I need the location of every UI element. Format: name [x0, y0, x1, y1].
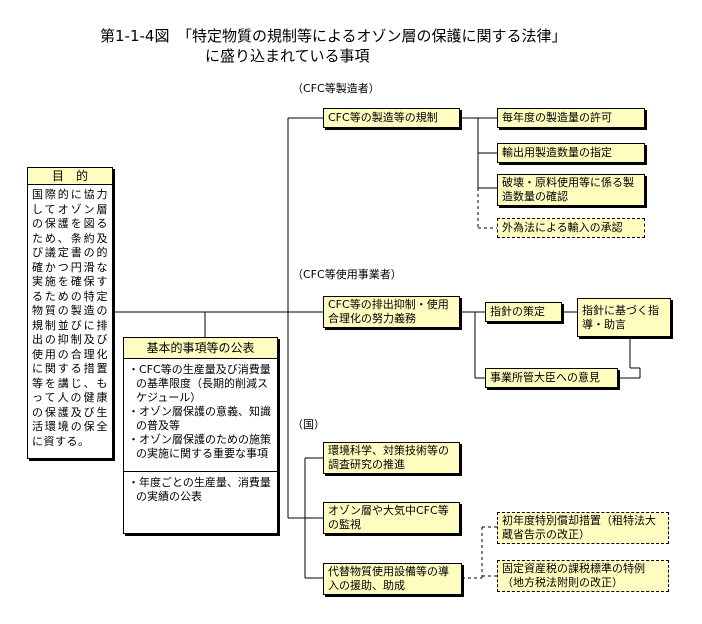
publication-item: ・CFC等の生産量及び消費量の基準限度（長期的削減スケジュール）	[128, 363, 271, 404]
publication-item: ・オゾン層保護の意義、知識の普及等	[128, 405, 271, 432]
annual-production-permit-box: 毎年度の製造量の許可	[497, 108, 645, 128]
diagram-title-line1: 第1-1-4図 「特定物質の規制等によるオゾン層の保護に関する法律」	[100, 27, 567, 45]
publication-item: ・オゾン層保護のための施策の実施に関する重要な事項	[128, 433, 271, 460]
import-approval-box: 外為法による輸入の承認	[497, 218, 645, 238]
ozone-monitoring-box: オゾン層や大気中CFC等の監視	[323, 502, 460, 534]
publication-header: 基本的事項等の公表	[124, 338, 277, 359]
guidance-advice-box: 指針に基づく指導・助言	[577, 298, 671, 337]
emission-reduction-duty-box: CFC等の排出抑制・使用合理化の努力義務	[323, 296, 460, 328]
minister-opinion-box: 事業所管大臣への意見	[485, 368, 618, 388]
destruction-confirmation-box: 破壊・原料使用等に係る製造数量の確認	[497, 174, 645, 206]
section-label-cfc-users: （CFC等使用事業者）	[292, 268, 402, 281]
purpose-box: 目 的 国際的に協力してオゾン層の保護を図るため、条約及び議定書の的確かつ円滑な…	[27, 167, 113, 459]
purpose-header: 目 的	[28, 168, 112, 185]
fixed-asset-tax-special-box: 固定資産税の課税標準の特例（地方税法附則の改正）	[497, 560, 669, 592]
diagram-title-line2: に盛り込まれている事項	[205, 47, 370, 65]
section-label-cfc-makers: （CFC等製造者）	[292, 82, 380, 95]
purpose-text: 国際的に協力してオゾン層の保護を図るため、条約及び議定書の的確かつ円滑な実施を確…	[32, 188, 108, 448]
substitute-equipment-support-box: 代替物質使用設備等の導入の援助、助成	[323, 563, 462, 595]
section-label-government: （国）	[292, 418, 325, 431]
publication-item-annual: ・年度ごとの生産量、消費量の実績の公表	[128, 476, 271, 503]
guideline-formulation-box: 指針の策定	[485, 302, 562, 322]
publication-box: 基本的事項等の公表 ・CFC等の生産量及び消費量の基準限度（長期的削減スケジュー…	[123, 337, 278, 534]
export-production-designation-box: 輸出用製造数量の指定	[497, 143, 645, 163]
research-promotion-box: 環境科学、対策技術等の調査研究の推進	[323, 442, 460, 474]
cfc-manufacturing-regulation-box: CFC等の製造等の規制	[323, 108, 460, 128]
special-depreciation-box: 初年度特別償却措置（租特法大蔵省告示の改正）	[497, 512, 669, 544]
